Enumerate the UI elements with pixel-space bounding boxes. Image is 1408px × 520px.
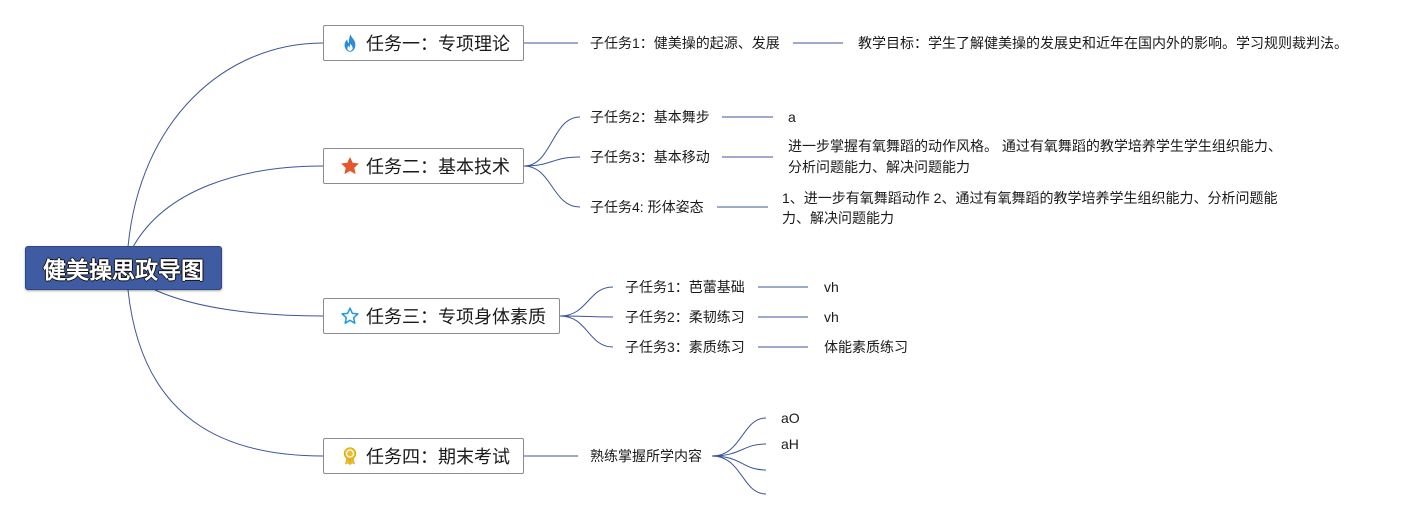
subtask-topic: 子任务3：素质练习 <box>625 339 745 355</box>
connector-task4-child-1 <box>711 417 767 457</box>
subtask-detail-line: 分析问题能力、解决问题能力 <box>788 159 970 175</box>
subtask-detail: 体能素质练习 <box>824 337 908 357</box>
star-outline-icon <box>340 306 360 326</box>
connector-root-task1 <box>127 42 324 248</box>
subtask-detail: 1、进一步有氧舞蹈动作 2、通过有氧舞蹈的教学培养学生组织能力、分析问题能 力、… <box>782 188 1277 228</box>
connector-task4-child-2 <box>711 443 767 457</box>
subtask-detail: 进一步掌握有氧舞蹈的动作风格。 通过有氧舞蹈的教学培养学生学生组织能力、 分析问… <box>788 136 1282 178</box>
task-2-topic: 任务二：基本技术 <box>323 148 524 184</box>
subtask-topic: 熟练掌握所学内容 <box>590 448 702 464</box>
task-2-label: 任务二：基本技术 <box>366 157 510 177</box>
connector-task4-child-3 <box>711 455 767 471</box>
subtask-topic: 子任务3：基本移动 <box>590 149 710 165</box>
subtask-topic: 子任务4: 形体姿态 <box>590 199 704 215</box>
subtask-detail-line: 进一步掌握有氧舞蹈的动作风格。 通过有氧舞蹈的教学培养学生学生组织能力、 <box>788 138 1282 154</box>
subtask-detail: a <box>788 107 796 127</box>
subtask-detail-line: vh <box>824 279 839 295</box>
subtask-topic: 子任务1：健美操的起源、发展 <box>590 35 780 51</box>
subtask-detail: vh <box>824 277 839 297</box>
connector-task2-subtask3 <box>523 156 581 167</box>
task-1-label: 任务一：专项理论 <box>366 34 510 54</box>
connector-task3-subtask3 <box>559 315 614 348</box>
subtask-detail-line: vh <box>824 309 839 325</box>
task-1-topic: 任务一：专项理论 <box>323 25 524 61</box>
task-4-label: 任务四：期末考试 <box>366 447 510 467</box>
subtask-detail: vh <box>824 307 839 327</box>
central-topic: 健美操思政导图 <box>25 246 222 290</box>
central-topic-label: 健美操思政导图 <box>43 257 204 283</box>
subtask-detail-line: 教学目标：学生了解健美操的发展史和近年在国内外的影响。学习规则裁判法。 <box>858 35 1348 51</box>
connector-root-task3 <box>154 289 324 317</box>
connector-task2-subtask2 <box>523 116 581 167</box>
task-3-topic: 任务三：专项身体素质 <box>323 298 560 334</box>
award-ribbon-icon <box>340 446 360 466</box>
subtask-topic: 子任务2：基本舞步 <box>590 109 710 125</box>
subtask-detail-line: a <box>788 109 796 125</box>
subtask-detail: 教学目标：学生了解健美操的发展史和近年在国内外的影响。学习规则裁判法。 <box>858 33 1348 53</box>
subtask-topic: 子任务2：柔韧练习 <box>625 309 745 325</box>
task-3-label: 任务三：专项身体素质 <box>366 307 546 327</box>
flame-icon <box>340 33 360 53</box>
subtask-topic: 子任务1：芭蕾基础 <box>625 279 745 295</box>
subtask-detail-line: 力、解决问题能力 <box>782 210 894 226</box>
subtask-detail-line: 1、进一步有氧舞蹈动作 2、通过有氧舞蹈的教学培养学生组织能力、分析问题能 <box>782 190 1278 206</box>
child-topic: aO <box>781 410 800 426</box>
connector-root-task2 <box>132 165 324 248</box>
task-4-topic: 任务四：期末考试 <box>323 438 524 474</box>
child-topic: aH <box>781 436 799 452</box>
connector-task3-subtask2 <box>559 315 614 318</box>
connector-task3-subtask1 <box>559 286 614 317</box>
connector-root-task4 <box>127 289 324 457</box>
star-filled-icon <box>340 156 360 176</box>
subtask-detail-line: 体能素质练习 <box>824 339 908 355</box>
connector-task2-subtask4 <box>523 165 581 208</box>
connector-task4-child-4 <box>711 455 767 495</box>
